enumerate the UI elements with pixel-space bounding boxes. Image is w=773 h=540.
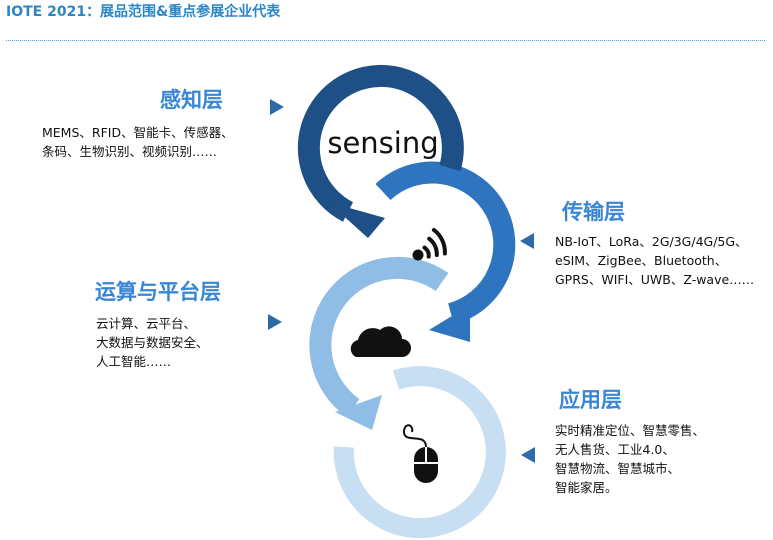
application-layer-title: 应用层 — [559, 388, 622, 412]
transmission-desc-line: NB-IoT、LoRa、2G/3G/4G/5G、 — [555, 234, 748, 249]
application-desc-line: 智慧物流、智慧城市、 — [555, 461, 681, 476]
computing-layer-desc: 云计算、云平台、 大数据与数据安全、 人工智能…… — [96, 314, 209, 371]
perception-desc-line: 条码、生物识别、视频识别…… — [42, 144, 218, 159]
perception-desc-line: MEMS、RFID、智能卡、传感器、 — [42, 125, 234, 140]
transmission-arrowhead — [429, 305, 470, 342]
computing-ring — [309, 256, 449, 430]
computing-layer-title: 运算与平台层 — [95, 280, 221, 304]
mouse-icon — [402, 424, 438, 483]
transmission-layer-title: 传输层 — [562, 200, 625, 224]
computing-pointer-icon — [268, 314, 282, 330]
transmission-pointer-icon — [520, 233, 534, 249]
page-title: IOTE 2021：展品范围&重点参展企业代表 — [6, 4, 281, 20]
computing-desc-line: 云计算、云平台、 — [96, 316, 197, 331]
sensing-label: sensing — [327, 126, 438, 160]
perception-layer-title: 感知层 — [160, 88, 223, 112]
perception-ring — [297, 64, 464, 238]
application-layer-desc: 实时精准定位、智慧零售、 无人售货、工业4.0、 智慧物流、智慧城市、 智能家居… — [555, 421, 705, 497]
application-ring — [333, 366, 506, 539]
transmission-ring — [375, 161, 516, 342]
application-desc-line: 实时精准定位、智慧零售、 — [555, 423, 706, 438]
title-divider — [6, 40, 765, 41]
computing-desc-line: 人工智能…… — [96, 354, 172, 369]
transmission-layer-desc: NB-IoT、LoRa、2G/3G/4G/5G、 eSIM、ZigBee、Blu… — [555, 232, 754, 289]
transmission-desc-line: GPRS、WIFI、UWB、Z-wave…… — [555, 272, 755, 287]
cloud-icon — [350, 326, 411, 357]
perception-layer-desc: MEMS、RFID、智能卡、传感器、 条码、生物识别、视频识别…… — [42, 123, 234, 161]
application-pointer-icon — [521, 447, 535, 463]
computing-desc-line: 大数据与数据安全、 — [96, 335, 209, 350]
application-desc-line: 智能家居。 — [555, 480, 618, 495]
computing-arrowhead — [335, 395, 382, 430]
perception-pointer-icon — [270, 99, 284, 115]
application-desc-line: 无人售货、工业4.0、 — [555, 442, 675, 457]
perception-arrowhead — [328, 202, 385, 238]
wifi-icon — [412, 227, 447, 261]
transmission-desc-line: eSIM、ZigBee、Bluetooth、 — [555, 253, 728, 268]
